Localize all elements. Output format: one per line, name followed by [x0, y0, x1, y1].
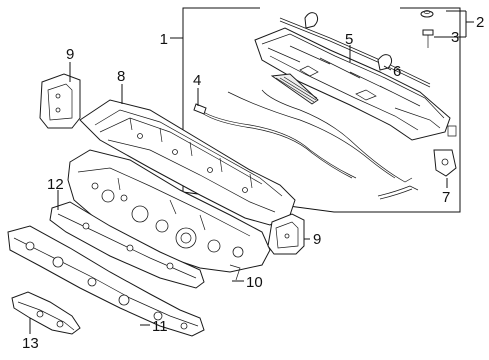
cowl-assembly-box	[170, 7, 461, 213]
callout-9-right: 9	[313, 231, 321, 248]
callout-2: 2	[476, 14, 484, 31]
callout-4: 4	[193, 72, 201, 89]
callout-5: 5	[345, 31, 353, 48]
callout-9-left: 9	[66, 46, 74, 63]
callout-11: 11	[152, 318, 168, 335]
bracket-7	[433, 125, 457, 177]
callout-3: 3	[451, 29, 459, 46]
bolt	[422, 29, 434, 48]
cowl-top-cover	[254, 27, 451, 141]
washer-hose	[193, 89, 419, 200]
callout-1: 1	[160, 31, 168, 48]
callout-10: 10	[246, 274, 263, 291]
callout-6: 6	[393, 63, 401, 80]
lower-cross-member	[7, 225, 205, 337]
cowl-panel	[79, 99, 296, 226]
grommet	[420, 10, 434, 18]
cowl-clip	[304, 12, 393, 71]
vent-trim	[270, 73, 319, 105]
callout-7: 7	[442, 189, 450, 206]
dash-reinforcement	[49, 201, 205, 289]
callout-12: 12	[47, 176, 64, 193]
lower-bracket	[11, 291, 81, 335]
side-bracket-left	[39, 73, 81, 129]
dash-panel	[67, 149, 271, 281]
weatherstrip	[279, 17, 431, 85]
callout-13: 13	[22, 335, 39, 352]
side-bracket-right	[267, 213, 305, 255]
callout-8: 8	[117, 68, 125, 85]
leader-lines	[29, 10, 474, 334]
